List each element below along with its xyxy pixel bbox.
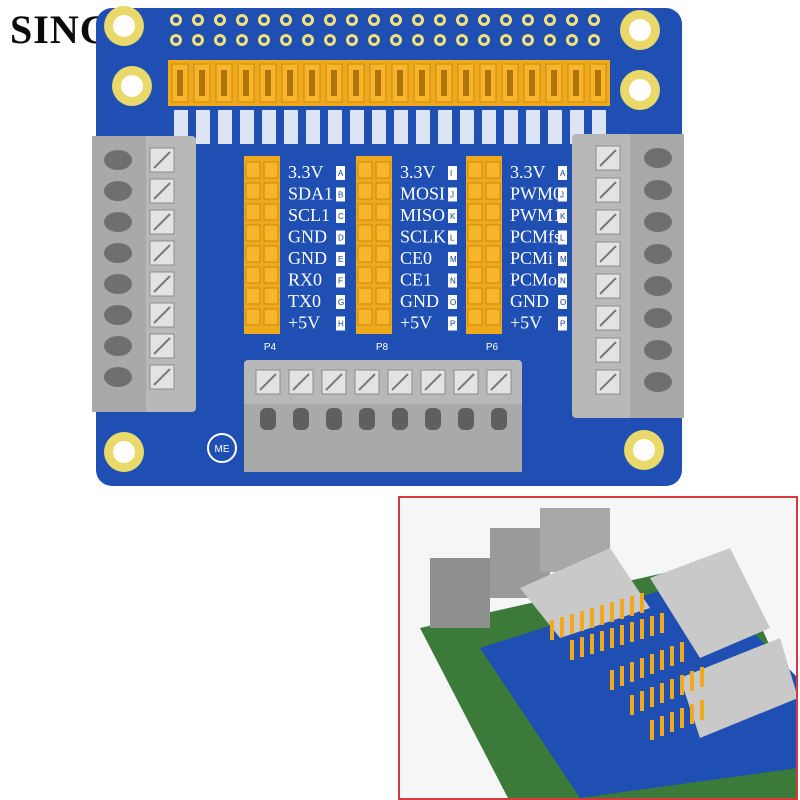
pin-label: GND (400, 291, 439, 311)
logo-mark: ME (207, 433, 237, 463)
pin-label: +5V (400, 313, 432, 333)
pin-letter: L (560, 234, 565, 243)
bottom-terminal-block (244, 360, 522, 472)
pin-label: PCMfs (510, 227, 561, 247)
pin-label: SCL1 (288, 205, 330, 225)
pin-letter: M (560, 255, 567, 264)
pin-letter: J (560, 191, 564, 200)
pin-label: TX0 (288, 291, 321, 311)
mounting-holes (104, 6, 664, 472)
pin-letter: L (450, 234, 455, 243)
inset-illustration (420, 508, 796, 798)
pin-label: MISO (400, 205, 445, 225)
pin-letter: N (450, 277, 456, 286)
block-label: P8 (376, 342, 389, 353)
top-pin-labels (174, 110, 606, 144)
pin-letter: D (338, 234, 344, 243)
pin-letter: A (338, 169, 344, 178)
pin-letter: M (450, 255, 457, 264)
pin-label: 3.3V (400, 162, 436, 182)
pin-header-blocks: 3.3VSDA1SCL1GNDGNDRX0TX0+5VABCDEFGHP43.3… (244, 156, 567, 353)
block-label: P4 (264, 342, 277, 353)
inset-terminal-3 (680, 638, 796, 738)
pin-letter: G (338, 298, 344, 307)
top-header-strip (168, 60, 610, 106)
pin-letter: H (338, 320, 344, 329)
pin-letter: K (560, 212, 566, 221)
pin-letter: N (560, 277, 566, 286)
inset-terminal-2 (650, 548, 770, 658)
pin-letter: C (338, 212, 344, 221)
pin-label: 3.3V (510, 162, 546, 182)
pin-letter: P (450, 320, 455, 329)
pin-letter: P (560, 320, 565, 329)
pin-letter: K (450, 212, 456, 221)
pin-label: PCMi (510, 248, 553, 268)
pin-label: GND (510, 291, 549, 311)
pin-label: PWM1 (510, 205, 562, 225)
inset-photo (398, 496, 798, 800)
pin-label: SCLK (400, 227, 446, 247)
pin-letter: A (560, 169, 566, 178)
inset-yellow-pins (550, 593, 704, 740)
pin-label: CE0 (400, 248, 432, 268)
pin-label: MOSI (400, 184, 445, 204)
pin-label: GND (288, 248, 327, 268)
inset-terminal-1 (520, 548, 650, 638)
pin-label: GND (288, 227, 327, 247)
inset-usb-port (430, 558, 490, 628)
top-header-pins (171, 63, 607, 103)
pin-label: PWM0 (510, 184, 562, 204)
pin-label: +5V (288, 313, 320, 333)
pin-label: PCMo (510, 270, 557, 290)
logo-text: ME (215, 444, 230, 455)
pin-label: 3.3V (288, 162, 324, 182)
pin-label: CE1 (400, 270, 432, 290)
pin-letter: O (560, 298, 566, 307)
pin-letter: I (450, 169, 452, 178)
pin-letter: O (450, 298, 456, 307)
pin-label: RX0 (288, 270, 322, 290)
block-label: P6 (486, 342, 499, 353)
pin-label: +5V (510, 313, 542, 333)
pin-letter: B (338, 191, 343, 200)
left-terminal-block (92, 136, 196, 412)
pin-label: SDA1 (288, 184, 333, 204)
pin-letter: F (338, 277, 343, 286)
pin-letter: J (450, 191, 454, 200)
right-terminal-block (572, 134, 684, 418)
top-pad-row (170, 14, 600, 46)
pin-letter: E (338, 255, 343, 264)
